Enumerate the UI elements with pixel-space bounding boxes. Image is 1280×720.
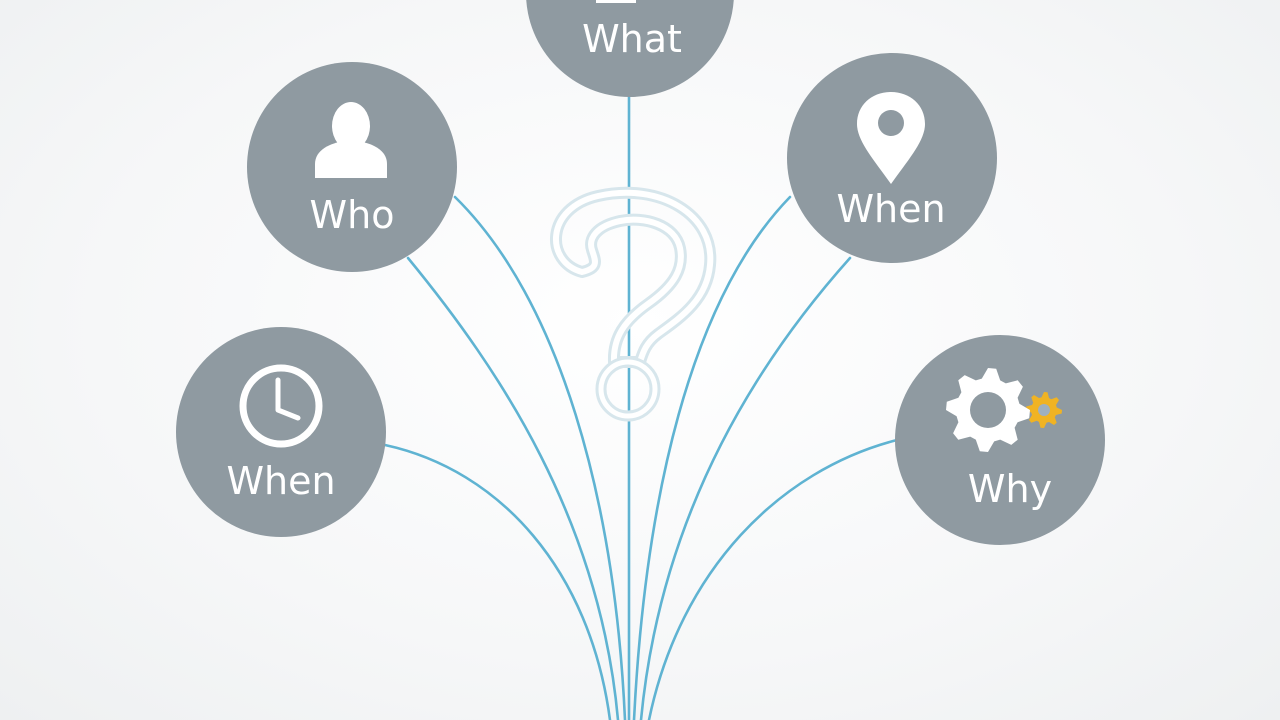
node-map-pin: When — [787, 53, 997, 263]
node-circle — [176, 327, 386, 537]
person-icon — [315, 102, 387, 178]
connector-line — [406, 256, 620, 720]
node-label-who: Who — [310, 193, 395, 237]
node-circle — [526, 0, 734, 97]
connector-lines — [383, 90, 899, 720]
document-icon — [596, 0, 636, 3]
question-mark-icon — [550, 186, 717, 422]
node-what: What — [526, 0, 734, 97]
map-pin-icon — [857, 92, 925, 184]
connector-line — [632, 195, 792, 720]
clock-icon — [239, 364, 323, 448]
connector-line — [383, 443, 612, 720]
node-when: When — [176, 327, 386, 537]
connector-line — [453, 195, 627, 720]
connector-line — [639, 256, 852, 720]
node-label-when: When — [226, 459, 335, 503]
connector-line — [647, 438, 899, 720]
node-who: Who — [247, 62, 457, 272]
node-label-map-pin: When — [836, 187, 945, 231]
node-label-why: Why — [968, 467, 1052, 511]
node-why: Why — [895, 335, 1105, 545]
node-label-what: What — [582, 17, 682, 61]
gears-icon — [946, 368, 1062, 452]
node-circle — [895, 335, 1105, 545]
